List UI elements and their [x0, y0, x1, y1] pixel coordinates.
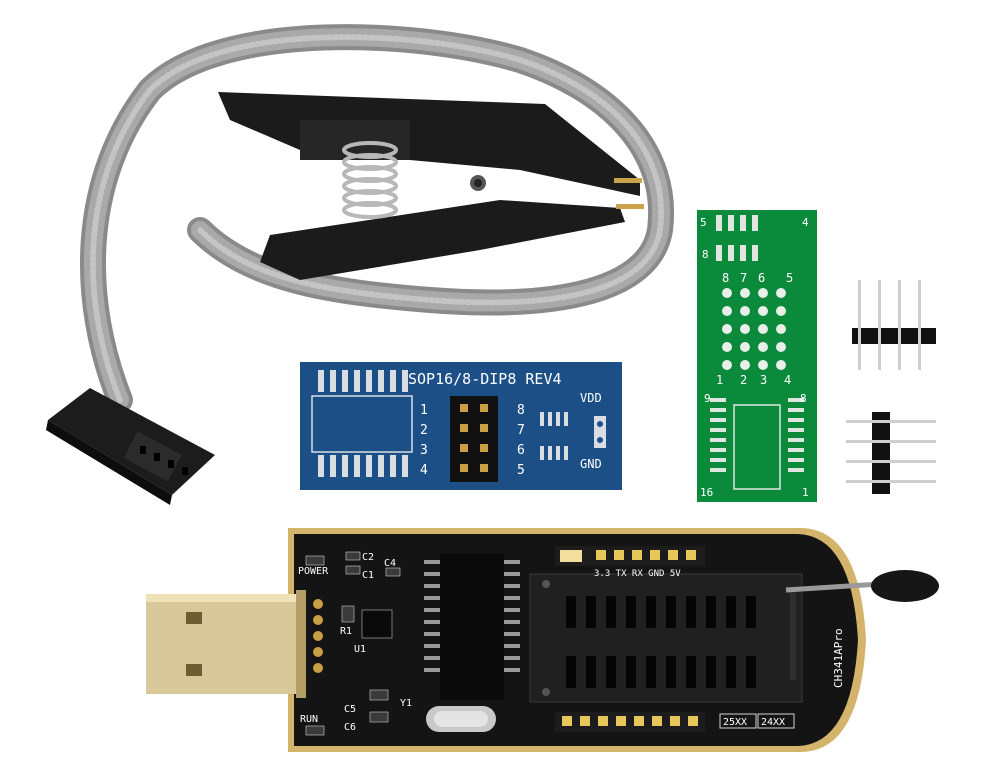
c5-label: C5 [344, 704, 356, 715]
green-mid-left-pin: 9 [704, 392, 711, 405]
sop-pin-2: 2 [420, 423, 428, 438]
c1-label: C1 [362, 570, 374, 581]
idc-connector [46, 388, 215, 505]
green-top-right-pin: 4 [802, 216, 809, 229]
power-label: POWER [298, 566, 329, 577]
green-row-bottom-3: 3 [760, 373, 767, 387]
green-bottom-right-pin: 1 [802, 486, 809, 499]
green-bottom-left-pin: 16 [700, 486, 713, 499]
header-labels: 3.3 TX RX GND 5V [594, 569, 681, 579]
zif-socket [529, 573, 803, 703]
pin-header-horizontal [846, 412, 936, 494]
clip-spring [342, 141, 398, 219]
sop-pin-4: 4 [420, 463, 428, 478]
soic-test-clip [218, 92, 644, 280]
sop-pin-6: 6 [517, 443, 525, 458]
sop-adapter-board: SOP16/8-DIP8 REV4 1 2 3 4 8 7 6 5 VDD GN… [300, 362, 622, 490]
ch341a-programmer: POWER RUN C2 C1 C4 R1 U1 C5 C6 Y1 3.3 TX… [146, 528, 939, 752]
sop-pin-7: 7 [517, 423, 525, 438]
c2-label: C2 [362, 552, 374, 563]
green-adapter-board: 5 4 8 8 7 6 5 1 2 3 4 9 8 16 1 [697, 210, 817, 502]
green-row-top-4: 5 [786, 271, 793, 285]
c6-label: C6 [344, 722, 356, 733]
sop-pin-5: 5 [517, 463, 525, 478]
eeprom-25xx-label: 25XX [723, 717, 747, 728]
ribbon-cable [79, 24, 675, 413]
sop-pin-8: 8 [517, 403, 525, 418]
usb-plug [146, 590, 306, 698]
green-row-top-1: 8 [722, 271, 729, 285]
brand-text: CH341APro [832, 628, 845, 688]
sop-board-title: SOP16/8-DIP8 REV4 [408, 370, 562, 388]
sop-vdd-label: VDD [580, 391, 602, 405]
sop-pin-3: 3 [420, 443, 428, 458]
green-upper-left-pin: 8 [702, 248, 709, 261]
pin-header-vertical [852, 280, 936, 370]
green-row-bottom-1: 1 [716, 373, 723, 387]
green-top-left-pin: 5 [700, 216, 707, 229]
y1-label: Y1 [400, 698, 412, 709]
run-label: RUN [300, 714, 318, 725]
sop-pin-1: 1 [420, 403, 428, 418]
green-row-bottom-2: 2 [740, 373, 747, 387]
green-mid-right-pin: 8 [800, 392, 807, 405]
green-row-bottom-4: 4 [784, 373, 791, 387]
c4-label: C4 [384, 558, 396, 569]
sop-gnd-label: GND [580, 457, 602, 471]
r1-label: R1 [340, 626, 352, 637]
eeprom-24xx-label: 24XX [761, 717, 785, 728]
green-row-top-2: 7 [740, 271, 747, 285]
zif-lever [785, 570, 939, 602]
green-row-top-3: 6 [758, 271, 765, 285]
u1-label: U1 [354, 644, 366, 655]
